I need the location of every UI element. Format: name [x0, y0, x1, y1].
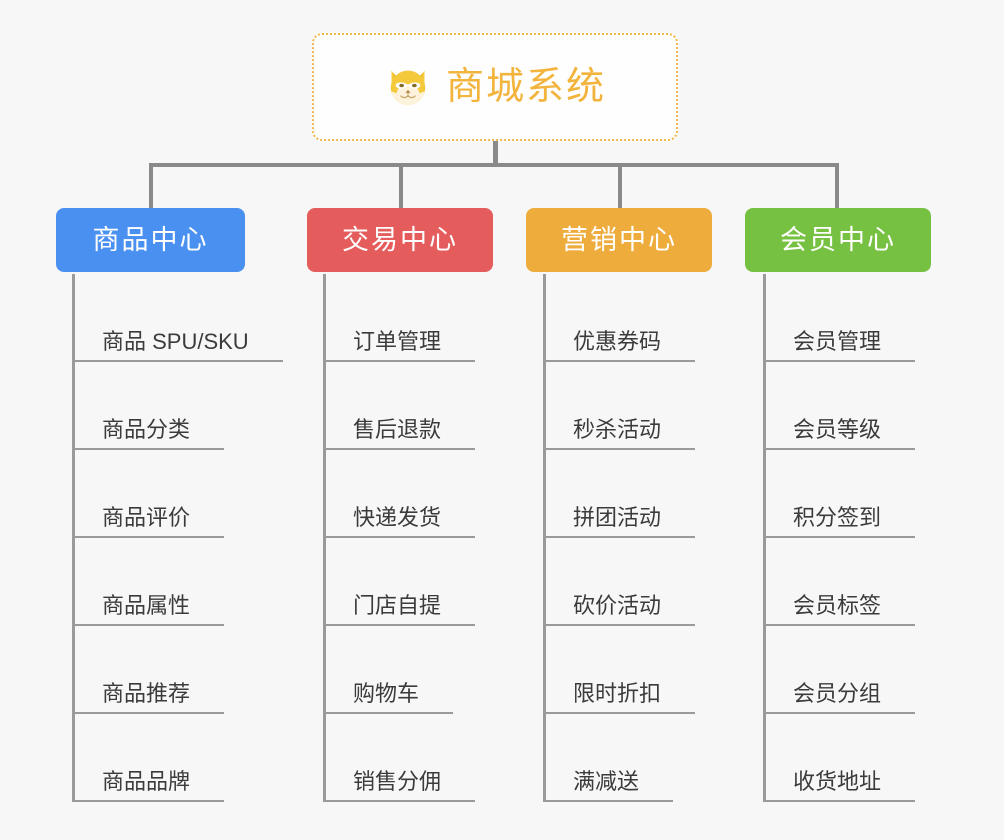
leaf-item[interactable]: 商品分类: [72, 362, 225, 450]
leaf-label: 收货地址: [793, 768, 882, 794]
leaf-item[interactable]: 销售分佣: [323, 714, 476, 802]
leaf-item[interactable]: 砍价活动: [543, 538, 696, 626]
leaf-item[interactable]: 商品评价: [72, 450, 225, 538]
leaf-item[interactable]: 商品推荐: [72, 626, 225, 714]
leaf-item[interactable]: 会员标签: [763, 538, 916, 626]
leaf-item[interactable]: 拼团活动: [543, 450, 696, 538]
leaf-label: 售后退款: [353, 416, 442, 442]
leaf-item[interactable]: 购物车: [323, 626, 454, 714]
connector-horizontal-bus: [149, 163, 839, 167]
root-node-shop-system[interactable]: 商城系统: [312, 33, 678, 141]
leaf-item[interactable]: 秒杀活动: [543, 362, 696, 450]
leaf-label: 会员标签: [793, 592, 882, 618]
leaf-item[interactable]: 会员管理: [763, 274, 916, 362]
category-label-marketing-center: 营销中心: [561, 224, 677, 255]
leaf-label: 满减送: [573, 768, 640, 794]
leaf-label: 门店自提: [353, 592, 442, 618]
leaf-item[interactable]: 会员分组: [763, 626, 916, 714]
category-box-member-center[interactable]: 会员中心: [745, 208, 931, 272]
leaf-label: 销售分佣: [353, 768, 442, 794]
leaf-label: 砍价活动: [573, 592, 662, 618]
leaf-item[interactable]: 商品 SPU/SKU: [72, 274, 283, 362]
leaf-label: 限时折扣: [573, 680, 662, 706]
connector-root-stem: [493, 141, 498, 165]
category-label-member-center: 会员中心: [780, 224, 896, 255]
leaf-label: 积分签到: [793, 504, 882, 530]
connector-drop-member-center: [835, 163, 839, 209]
leaf-label: 会员分组: [793, 680, 882, 706]
leaf-label: 商品属性: [102, 592, 191, 618]
root-title: 商城系统: [445, 66, 606, 108]
shiba-dog-icon: [390, 70, 426, 105]
leaf-label: 商品推荐: [102, 680, 191, 706]
connector-drop-marketing-center: [618, 163, 622, 209]
leaf-label: 商品分类: [102, 416, 191, 442]
leaf-item[interactable]: 商品属性: [72, 538, 225, 626]
leaf-item[interactable]: 满减送: [543, 714, 674, 802]
leaf-item[interactable]: 售后退款: [323, 362, 476, 450]
category-box-marketing-center[interactable]: 营销中心: [526, 208, 712, 272]
category-box-trade-center[interactable]: 交易中心: [307, 208, 493, 272]
leaf-item[interactable]: 快递发货: [323, 450, 476, 538]
leaf-label: 购物车: [353, 680, 420, 706]
leaf-item[interactable]: 优惠券码: [543, 274, 696, 362]
leaf-label: 商品品牌: [102, 768, 191, 794]
leaf-label: 商品 SPU/SKU: [102, 328, 249, 354]
connector-drop-trade-center: [399, 163, 403, 209]
leaf-label: 会员管理: [793, 328, 882, 354]
leaf-item[interactable]: 会员等级: [763, 362, 916, 450]
leaf-label: 商品评价: [102, 504, 191, 530]
category-box-product-center[interactable]: 商品中心: [56, 208, 245, 272]
category-label-product-center: 商品中心: [92, 224, 209, 255]
leaf-item[interactable]: 订单管理: [323, 274, 476, 362]
leaf-item[interactable]: 积分签到: [763, 450, 916, 538]
leaf-label: 会员等级: [793, 416, 882, 442]
leaf-label: 订单管理: [353, 328, 442, 354]
leaf-label: 秒杀活动: [573, 416, 662, 442]
leaf-label: 优惠券码: [573, 328, 662, 354]
leaf-item[interactable]: 收货地址: [763, 714, 916, 802]
leaf-item[interactable]: 门店自提: [323, 538, 476, 626]
leaf-label: 快递发货: [353, 504, 442, 530]
leaf-item[interactable]: 商品品牌: [72, 714, 225, 802]
leaf-item[interactable]: 限时折扣: [543, 626, 696, 714]
category-label-trade-center: 交易中心: [342, 224, 458, 255]
connector-drop-product-center: [149, 163, 153, 209]
leaf-label: 拼团活动: [573, 504, 662, 530]
